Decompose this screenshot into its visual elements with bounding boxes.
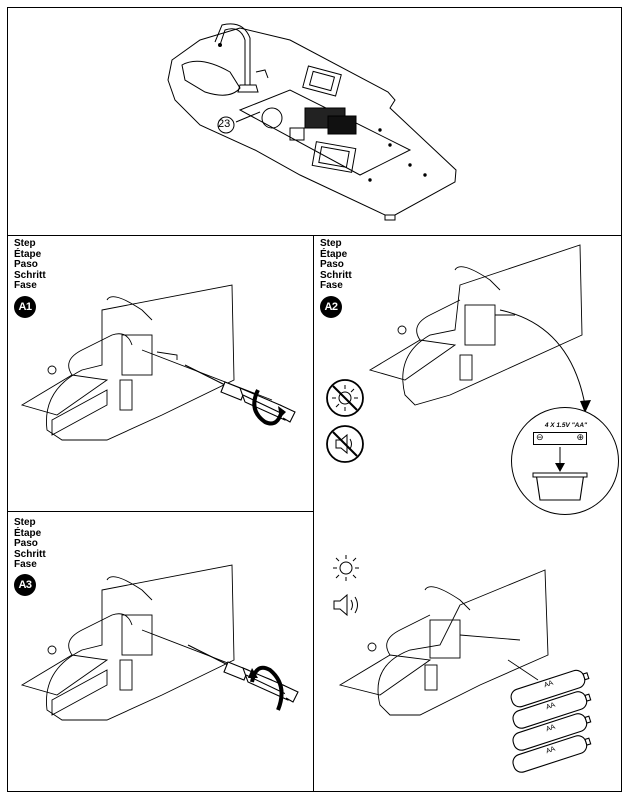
step-label-a3: Step Étape Paso Schritt Fase bbox=[14, 517, 46, 570]
assembly-illustration-a2 bbox=[368, 244, 583, 406]
step-label-a1: Step Étape Paso Schritt Fase bbox=[14, 238, 46, 291]
screwdriver-icon bbox=[184, 364, 296, 423]
page-frame bbox=[7, 7, 622, 792]
light-on-icon bbox=[333, 555, 359, 581]
divider-left bbox=[7, 511, 313, 512]
divider-vertical bbox=[313, 235, 314, 792]
batteries-illustration bbox=[507, 659, 592, 773]
battery-box-terminals: ⊖ ⊕ bbox=[533, 432, 587, 445]
step-badge-a2: A2 bbox=[320, 296, 342, 318]
sound-on-icon bbox=[333, 593, 358, 617]
assembly-illustration-battery bbox=[338, 569, 549, 716]
battery-compartment-icon bbox=[532, 447, 588, 501]
battery-box-label: 4 X 1.5V "AA" bbox=[544, 422, 588, 429]
plus-terminal-icon: ⊕ bbox=[576, 432, 584, 442]
minus-terminal-icon: ⊖ bbox=[536, 432, 544, 442]
step-label-a2: Step Étape Paso Schritt Fase bbox=[320, 238, 352, 291]
rotation-arrow-icon bbox=[248, 665, 284, 711]
sound-off-icon bbox=[326, 425, 364, 463]
rotation-arrow-icon bbox=[252, 389, 286, 426]
step-badge-a1: A1 bbox=[14, 296, 36, 318]
divider-top bbox=[7, 235, 622, 236]
arrow-to-battery-box bbox=[499, 309, 591, 413]
light-off-icon bbox=[326, 379, 364, 417]
step-badge-a3: A3 bbox=[14, 574, 36, 596]
assembly-illustration-a1 bbox=[20, 284, 273, 441]
counter-overview-illustration bbox=[167, 23, 457, 221]
callout-number: 23 bbox=[218, 118, 231, 130]
